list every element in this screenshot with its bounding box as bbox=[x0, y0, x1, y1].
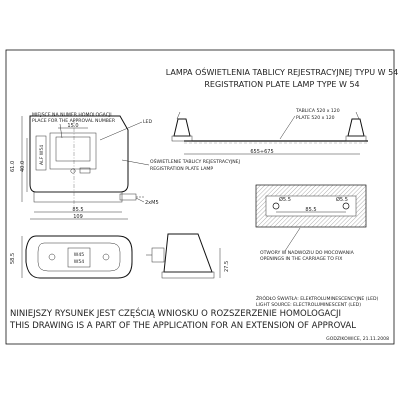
bottom-hole-right bbox=[102, 253, 110, 261]
mounting-holes-view: Ø5.5 Ø5.5 85.5 OTWORY W NADWOZIU DO MOCO… bbox=[255, 184, 367, 262]
label-2xm5: 2xM5 bbox=[145, 200, 159, 206]
side-lamp-right bbox=[347, 118, 365, 137]
lamp-base bbox=[33, 191, 123, 203]
plate-clip bbox=[79, 167, 91, 174]
lamp-profile bbox=[163, 233, 213, 273]
dim-61: 61.0 bbox=[10, 161, 16, 172]
bottom-hole-left bbox=[48, 253, 56, 261]
label-plate-en: PLATE 520 x 120 bbox=[296, 115, 335, 121]
hole-left bbox=[272, 202, 280, 210]
label-plate-pl: TABLICA 520 x 120 bbox=[295, 108, 340, 114]
label-led: LED bbox=[143, 119, 152, 125]
place-date: GODZIKOWICE, 21.11.2008 bbox=[326, 336, 389, 342]
title-polish: LAMPA OŚWIETLENIA TABLICY REJESTRACYJNEJ… bbox=[166, 66, 399, 77]
mounting-bolt bbox=[119, 193, 137, 201]
homologation-mark-box bbox=[67, 247, 91, 268]
dim-109: 109 bbox=[73, 214, 83, 220]
title-english: REGISTRATION PLATE LAMP TYPE W 54 bbox=[204, 80, 359, 89]
statement-english: THIS DRAWING IS A PART OF THE APPLICATIO… bbox=[9, 321, 356, 331]
homologation-mark-1: W45 bbox=[74, 252, 84, 258]
side-view-plate: 655÷675 TABLICA 520 x 120 PLATE 520 x 12… bbox=[171, 108, 368, 155]
label-plate-illum-en: REGISTRATION PLATE LAMP bbox=[150, 166, 213, 172]
hole-right bbox=[342, 202, 350, 210]
dim-85-1: 85.5 bbox=[305, 207, 316, 213]
side-profile-view: 27.5 bbox=[146, 233, 230, 279]
lamp-window bbox=[49, 132, 97, 170]
dim-655-675: 655÷675 bbox=[250, 149, 273, 155]
dim-hole-left: Ø5.5 bbox=[279, 196, 291, 203]
label-homologation-pl: MIEJSCE NA NUMER HOMOLOGACJI bbox=[32, 112, 112, 118]
homologation-mark-2: W54 bbox=[74, 259, 84, 265]
label-homologation-en: PLACE FOR THE APPROVAL NUMBER bbox=[32, 118, 116, 124]
statement-polish: NINIEJSZY RYSUNEK JEST CZĘŚCIĄ WNIOSKU O… bbox=[10, 307, 341, 319]
dim-58-5: 58.5 bbox=[10, 253, 16, 264]
dim-15: 15.0 bbox=[67, 123, 78, 129]
light-source-pl: ŹRÓDŁO ŚWIATŁA: ELEKTROLUMINESCENCYJNE (… bbox=[256, 294, 379, 302]
side-label-block bbox=[35, 135, 47, 171]
dim-40: 40.0 bbox=[20, 161, 26, 172]
homologation-plate-area bbox=[55, 136, 91, 162]
side-label-text: ALF W54 bbox=[39, 145, 45, 165]
drawing-border bbox=[5, 49, 395, 345]
label-plate-illum-pl: OŚWIETLENIE TABLICY REJESTRACYJNEJ bbox=[150, 158, 240, 165]
label-holes-en: OPENINGS IN THE CARRIAGE TO FIX bbox=[260, 256, 342, 262]
front-view: ALF W54 15.0 85.5 109 61.0 40.0 2xM5 bbox=[10, 115, 159, 220]
mounting-screw bbox=[70, 168, 76, 174]
bottom-view: W45 W54 58.5 bbox=[10, 235, 133, 279]
side-lamp-left bbox=[173, 118, 191, 137]
dim-27-5: 27.5 bbox=[224, 261, 230, 272]
front-view-labels: MIEJSCE NA NUMER HOMOLOGACJI PLACE FOR T… bbox=[32, 112, 240, 172]
profile-bolt bbox=[151, 247, 165, 263]
light-source-en: LIGHT SOURCE: ELECTROLUMINESCENT (LED) bbox=[256, 302, 361, 308]
dim-hole-right: Ø5.5 bbox=[336, 196, 348, 203]
lamp-body-bottom bbox=[25, 235, 133, 279]
dim-85-5: 85.5 bbox=[72, 207, 83, 213]
label-holes-pl: OTWORY W NADWOZIU DO MOCOWANIA bbox=[260, 250, 355, 256]
